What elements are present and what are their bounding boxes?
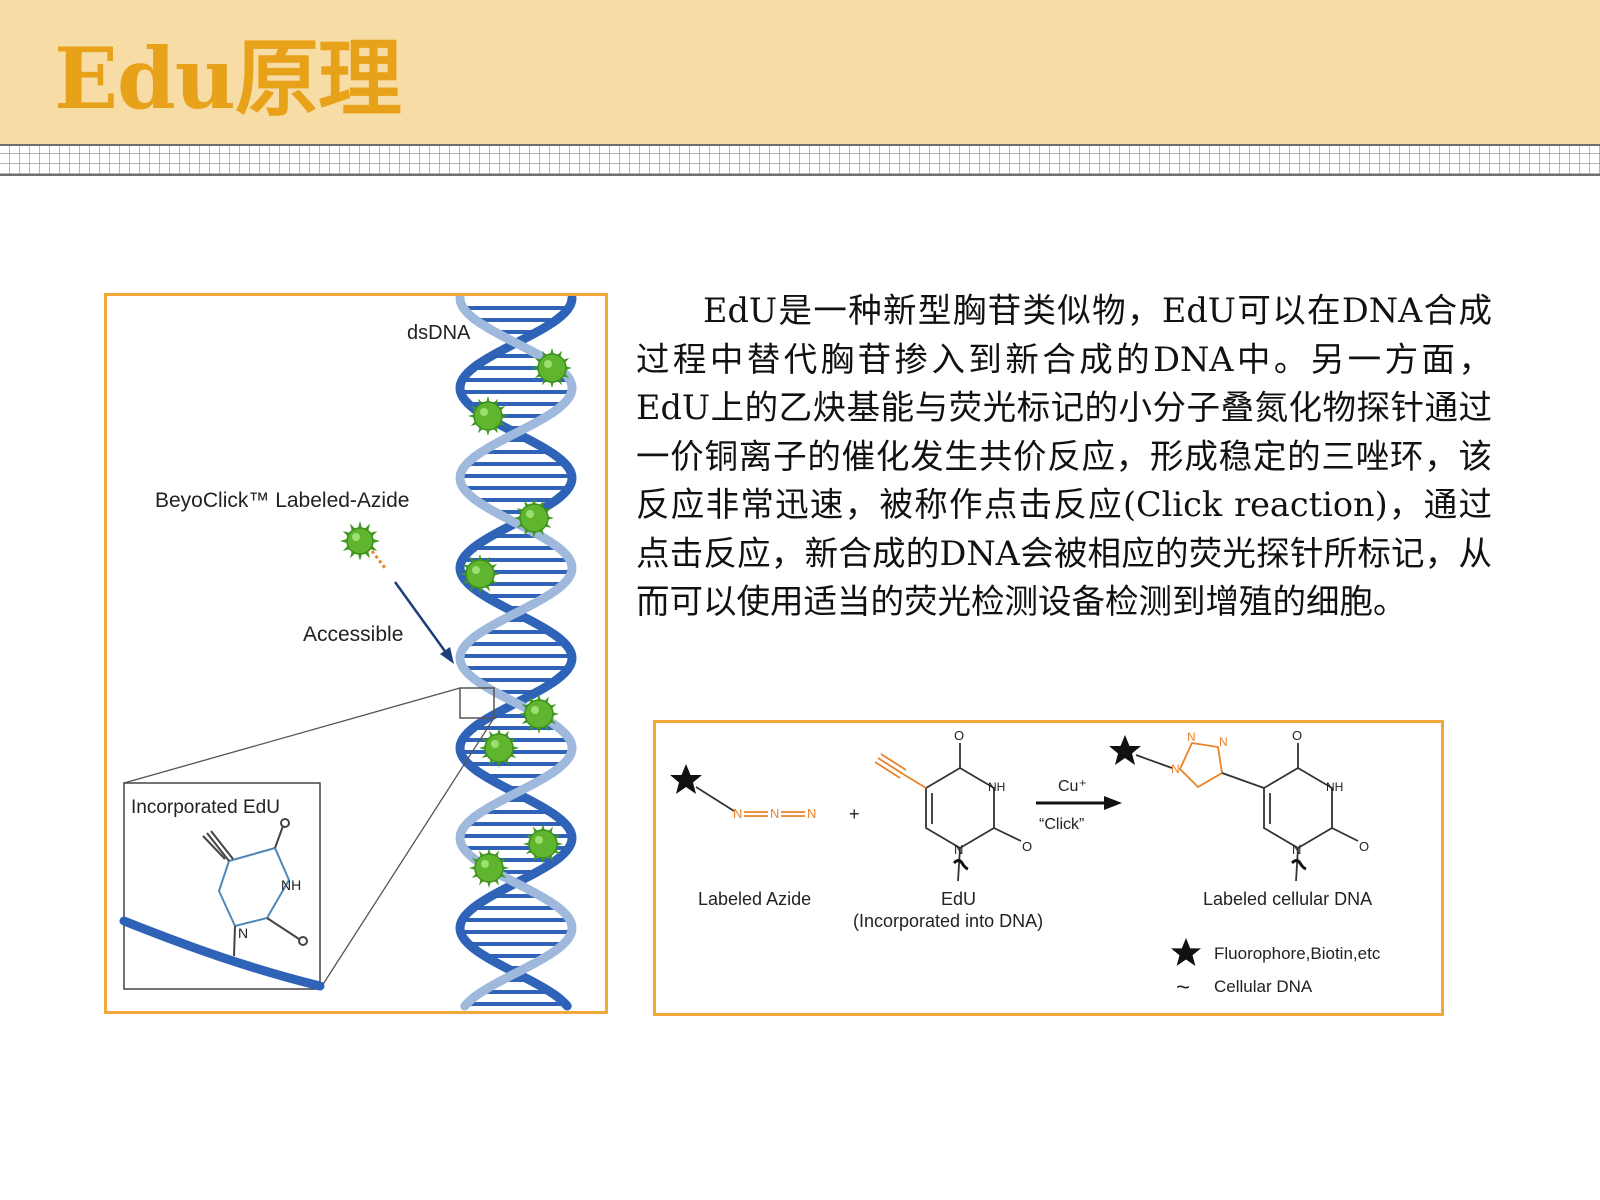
fluorescent-marker	[468, 396, 508, 436]
inset-n-label: N	[238, 925, 248, 941]
inset-title: Incorporated EdU	[131, 797, 280, 818]
labeled-azide-caption: Labeled Azide	[698, 889, 811, 909]
product-structure	[1221, 743, 1359, 882]
legend-star-icon	[1171, 938, 1201, 966]
dna-figure: dsDNA BeyoClick™ Labeled-Azide Accessibl…	[104, 293, 608, 1014]
dna-figure-svg: dsDNA BeyoClick™ Labeled-Azide Accessibl…	[119, 296, 577, 1011]
legend-wave-text: Cellular DNA	[1214, 977, 1313, 996]
edu-n: N	[954, 842, 963, 857]
labeled-dna-caption: Labeled cellular DNA	[1203, 889, 1372, 909]
azide-n3: N	[807, 806, 816, 821]
fluorescent-marker	[514, 498, 554, 538]
legend-wave-icon: ~	[1176, 974, 1190, 1001]
edu-description: EdU是一种新型胸苷类似物，EdU可以在DNA合成过程中替代胸苷掺入到新合成的D…	[636, 291, 1492, 621]
fluorescent-marker	[469, 848, 509, 888]
reaction-arrowhead	[1104, 796, 1122, 810]
plus-sign: +	[849, 804, 860, 824]
dsdna-label: dsDNA	[407, 322, 471, 344]
header-band	[0, 0, 1600, 144]
edu-structure	[874, 743, 1022, 882]
edu-caption: EdU	[941, 889, 976, 909]
fluorescent-marker	[523, 824, 563, 864]
accessible-arrow	[393, 581, 449, 655]
inset-structure	[202, 818, 308, 957]
azide-star-icon	[670, 764, 702, 794]
free-azide-marker	[340, 521, 380, 561]
helix-strand	[455, 296, 577, 1011]
catalyst-label: Cu⁺	[1058, 778, 1087, 795]
inset-nh-label: NH	[281, 877, 301, 893]
azide-n1: N	[733, 806, 742, 821]
fluorescent-marker	[479, 728, 519, 768]
click-reaction-figure: N N N + O NH O N Cu⁺ “Click”	[653, 720, 1444, 1016]
azide-n2: N	[770, 806, 779, 821]
header-grid-strip	[0, 144, 1600, 176]
azide-label: BeyoClick™ Labeled-Azide	[155, 489, 409, 512]
edu-o-right: O	[1022, 839, 1032, 854]
accessible-label: Accessible	[303, 623, 403, 646]
azide-tail	[370, 550, 387, 569]
page-title: Edu原理	[54, 29, 402, 128]
inset-dna-strand	[119, 916, 325, 991]
edu-nh: NH	[988, 780, 1005, 794]
product-dna-wave	[1290, 859, 1307, 871]
triazole-n3: N	[1219, 735, 1228, 749]
product-star-icon	[1109, 735, 1141, 765]
edu-o-top: O	[954, 728, 964, 743]
legend-star-text: Fluorophore,Biotin,etc	[1214, 944, 1381, 963]
fluorescent-marker	[532, 348, 572, 388]
product-nh: NH	[1326, 780, 1343, 794]
click-reaction-svg: N N N + O NH O N Cu⁺ “Click”	[670, 728, 1381, 1001]
product-n: N	[1292, 842, 1301, 857]
edu-note-caption: (Incorporated into DNA)	[853, 911, 1043, 931]
triazole-ring	[1178, 742, 1223, 789]
fluorescent-marker	[460, 554, 500, 594]
zoom-region	[459, 687, 495, 719]
product-o-top: O	[1292, 728, 1302, 743]
edu-dna-wave	[952, 859, 969, 871]
fluorescent-marker	[519, 694, 559, 734]
helix-markers	[460, 348, 572, 888]
click-label: “Click”	[1039, 816, 1084, 833]
product-o-right: O	[1359, 839, 1369, 854]
accessible-arrowhead	[440, 647, 454, 664]
triazole-n1: N	[1171, 762, 1180, 776]
triazole-n2: N	[1187, 730, 1196, 744]
